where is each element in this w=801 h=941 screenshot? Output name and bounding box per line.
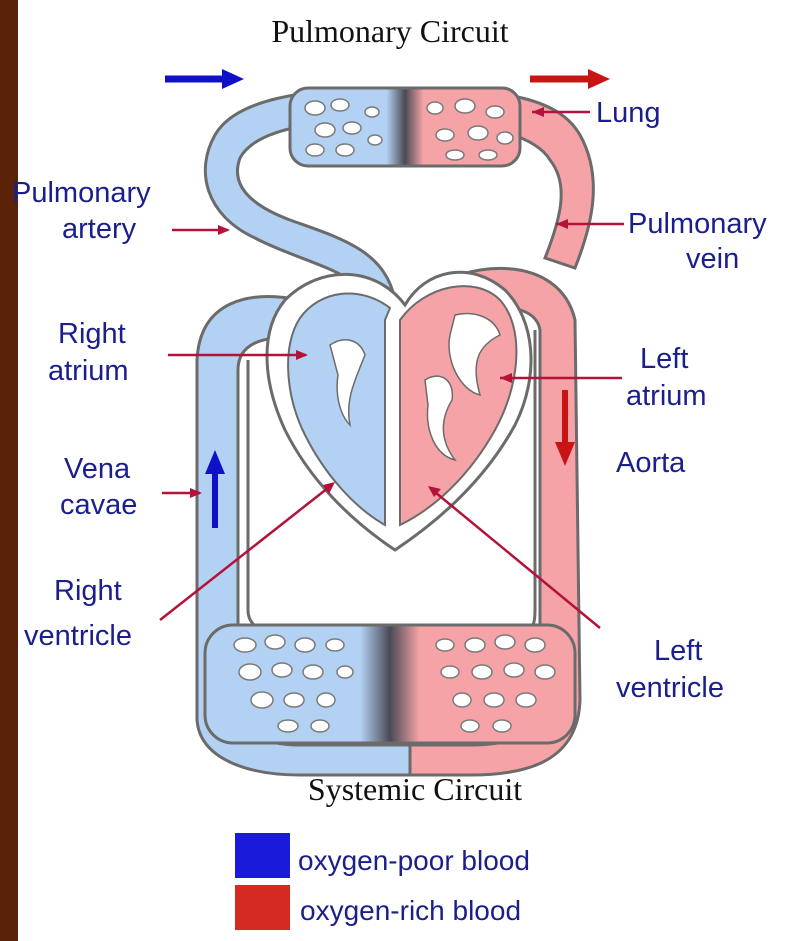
- pulmonary-vein-label-line1: Pulmonary: [628, 208, 767, 240]
- legend: oxygen-poor blood oxygen-rich blood: [235, 833, 530, 930]
- vena-cavae-label-line2: cavae: [60, 489, 137, 521]
- left-atrium-label-line2: atrium: [626, 380, 707, 412]
- pulmonary-artery-label-group: Pulmonary artery: [12, 177, 230, 245]
- right-ventricle-label-line1: Right: [54, 575, 122, 607]
- blue-flow-arrow-icon: [165, 69, 244, 89]
- pulmonary-artery-label-line2: artery: [62, 213, 137, 245]
- pulmonary-vein-label-line2: vein: [686, 243, 739, 275]
- legend-swatch-oxygen-rich: [235, 885, 290, 930]
- right-atrium-label-line2: atrium: [48, 355, 129, 387]
- lung-label: Lung: [596, 97, 661, 129]
- left-atrium-label-line1: Left: [640, 343, 688, 375]
- pulmonary-circuit-title: Pulmonary Circuit: [271, 13, 508, 49]
- left-ventricle-label-line1: Left: [654, 635, 702, 667]
- aorta-label: Aorta: [616, 447, 686, 479]
- right-atrium-label-line1: Right: [58, 318, 126, 350]
- right-ventricle-label-line2: ventricle: [24, 620, 132, 652]
- pulmonary-artery-label-line1: Pulmonary: [12, 177, 151, 209]
- legend-label-oxygen-poor: oxygen-poor blood: [298, 845, 530, 876]
- vena-cavae-label-group: Vena cavae: [60, 453, 202, 521]
- legend-label-oxygen-rich: oxygen-rich blood: [300, 895, 521, 926]
- legend-swatch-oxygen-poor: [235, 833, 290, 878]
- systemic-capillary-bed: [205, 625, 575, 743]
- red-flow-arrow-icon: [530, 69, 610, 89]
- left-ventricle-label-line2: ventricle: [616, 672, 724, 704]
- vena-cavae-label-line1: Vena: [64, 453, 131, 485]
